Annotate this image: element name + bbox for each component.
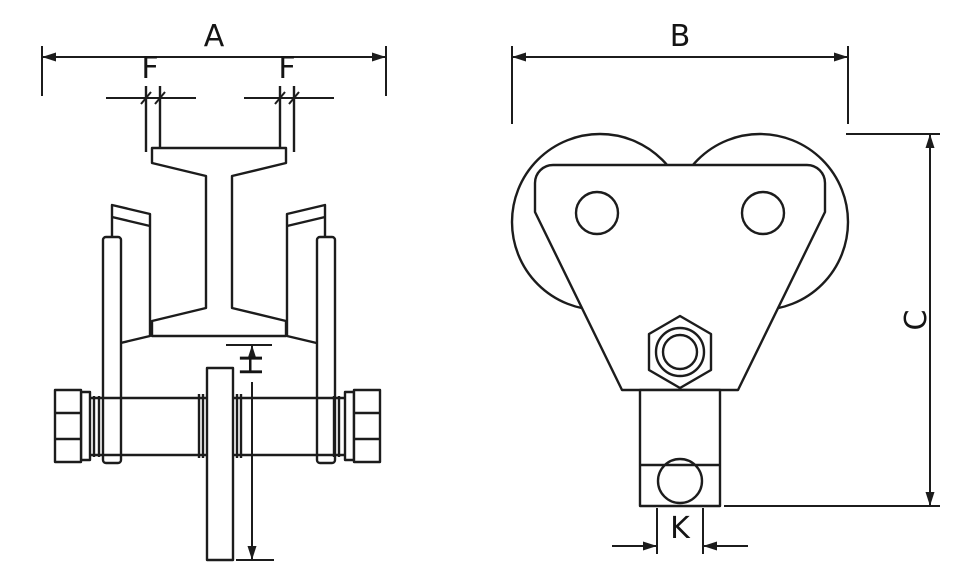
center-load-bar [205, 366, 235, 562]
plate-hole-left [574, 190, 620, 236]
arrow-right-icon [834, 52, 848, 62]
arrow-right-icon [643, 541, 657, 551]
arrow-left-icon [42, 52, 56, 62]
dimension-k: K [612, 508, 748, 554]
shaft-nut-left [53, 388, 101, 464]
front-view: A F F [41, 19, 387, 562]
plate-hole-right [740, 190, 786, 236]
dim-h-label: H [235, 354, 270, 377]
side-plate-right [315, 235, 337, 465]
dim-f-left-label: F [141, 51, 158, 86]
dimension-f: F F [106, 51, 334, 152]
shaft-nut-right [332, 388, 382, 464]
center-hex-nut [647, 314, 713, 390]
load-hanger [638, 388, 722, 508]
dimension-b: B [511, 19, 849, 124]
arrow-down-icon [247, 546, 257, 560]
i-beam-section [150, 146, 288, 338]
arrow-left-icon [512, 52, 526, 62]
arrow-down-icon [925, 492, 935, 506]
dim-b-label: B [670, 19, 691, 54]
dim-f-right-label: F [278, 51, 295, 86]
dimension-c: C [724, 133, 940, 507]
arrow-up-icon [925, 134, 935, 148]
arrow-left-icon [703, 541, 717, 551]
center-spacers [197, 394, 243, 458]
side-view: B C [510, 19, 940, 554]
dim-k-label: K [670, 511, 691, 546]
dim-a-label: A [204, 19, 225, 54]
arrow-up-icon [247, 345, 257, 359]
dimension-a: A [41, 19, 387, 96]
side-plate-left [101, 235, 123, 465]
arrow-right-icon [372, 52, 386, 62]
dimension-h: H [226, 344, 274, 561]
dim-c-label: C [899, 310, 934, 331]
hanger-hole [656, 457, 704, 505]
